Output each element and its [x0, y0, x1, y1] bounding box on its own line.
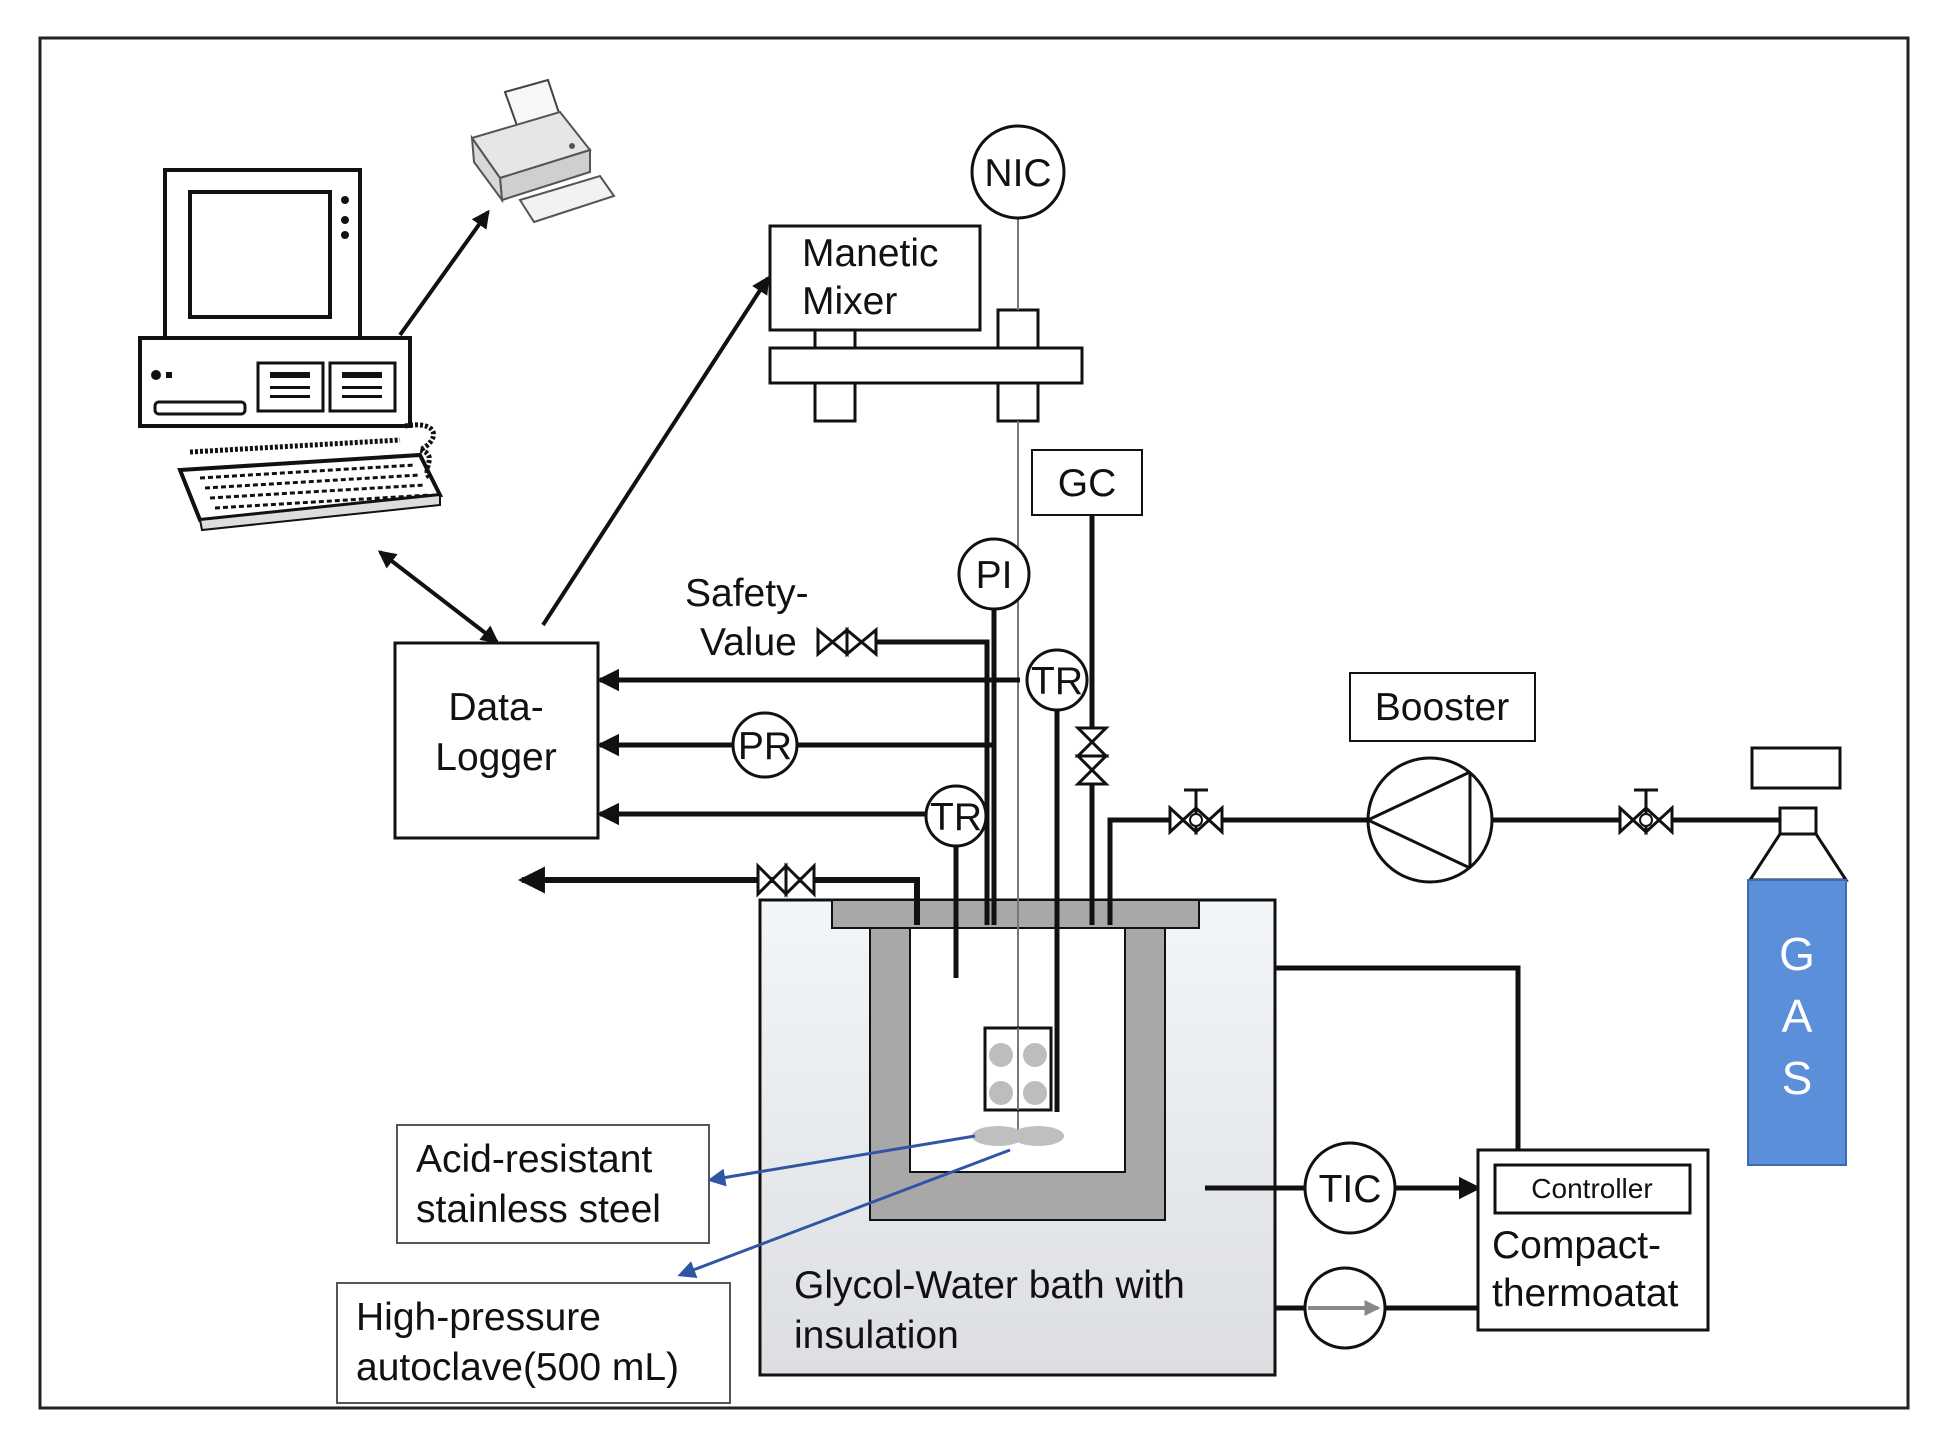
bath-label-2: insulation	[794, 1314, 959, 1357]
pi-label: PI	[976, 554, 1013, 597]
valve-icon	[756, 862, 816, 898]
gas-feed-line	[1107, 817, 1780, 925]
nic-instrument: NIC	[970, 124, 1066, 220]
mixer-label-2: Mixer	[802, 280, 897, 323]
tr-label-1: TR	[1031, 660, 1083, 703]
tr-label-2: TR	[930, 796, 982, 839]
keyboard-icon	[177, 422, 444, 532]
outer-frame	[38, 36, 1910, 1410]
booster-label: Booster	[1375, 686, 1509, 729]
pr-label: PR	[738, 725, 792, 768]
nic-label: NIC	[984, 152, 1051, 195]
safety-valve-line	[876, 639, 990, 925]
autoclave-callout-arrow	[677, 1148, 1011, 1278]
valve-icon	[816, 626, 878, 658]
gas-letter-s: S	[1782, 1052, 1813, 1104]
pump-icon	[1303, 1266, 1387, 1350]
acid-resistant-callout: Acid-resistant stainless steel	[396, 1124, 710, 1244]
computer-printer-arrow	[398, 209, 490, 337]
bath-label-1: Glycol-Water bath with	[794, 1264, 1185, 1307]
booster-label-box: Booster	[1349, 672, 1536, 742]
thermostat-label-1: Compact-	[1492, 1224, 1661, 1267]
pump-icon	[1366, 756, 1494, 884]
valve-icon	[1168, 788, 1224, 836]
compact-thermostat: Controller Compact- thermoatat	[1476, 1148, 1710, 1332]
tic-label: TIC	[1319, 1168, 1382, 1211]
computer-icon	[138, 168, 412, 428]
pr-recorder: PR	[731, 711, 799, 779]
tr-sensor-2: TR	[924, 784, 988, 848]
magnetic-mixer: Manetic Mixer	[768, 224, 1084, 423]
acid-label-1: Acid-resistant	[416, 1138, 652, 1181]
logger-mixer-arrow	[541, 275, 770, 627]
valve-icon	[1074, 726, 1110, 786]
autoclave-label-2: autoclave(500 mL)	[356, 1346, 679, 1389]
acid-callout-arrow	[707, 1134, 976, 1187]
mixer-label-1: Manetic	[802, 232, 939, 275]
data-logger-label-2: Logger	[435, 736, 556, 779]
data-logger: Data- Logger	[393, 641, 600, 840]
thermostat-label-2: thermoatat	[1492, 1272, 1679, 1315]
gc-analyzer: GC	[1031, 449, 1143, 516]
gc-label: GC	[1058, 462, 1117, 505]
valve-icon	[1618, 788, 1674, 836]
gas-cylinder-icon: G A S	[1747, 746, 1849, 1166]
pi-gauge: PI	[957, 537, 1031, 611]
stirrer-icon	[972, 1026, 1064, 1146]
controller-label: Controller	[1531, 1173, 1652, 1204]
autoclave-callout: High-pressure autoclave(500 mL)	[336, 1282, 731, 1404]
tr-sensor-1: TR	[1025, 648, 1089, 712]
data-logger-label-1: Data-	[448, 686, 543, 729]
safety-label-2: Value	[700, 621, 797, 664]
tic-controller: TIC	[1303, 1141, 1397, 1235]
gas-letter-a: A	[1782, 990, 1813, 1042]
vent-line	[517, 866, 920, 925]
gas-letter-g: G	[1779, 928, 1815, 980]
acid-label-2: stainless steel	[416, 1188, 661, 1231]
computer-logger-arrow	[377, 550, 500, 644]
thermostat-supply-line	[1275, 965, 1521, 1150]
safety-label-1: Safety-	[685, 572, 809, 615]
autoclave-label-1: High-pressure	[356, 1296, 601, 1339]
printer-icon	[470, 78, 616, 224]
